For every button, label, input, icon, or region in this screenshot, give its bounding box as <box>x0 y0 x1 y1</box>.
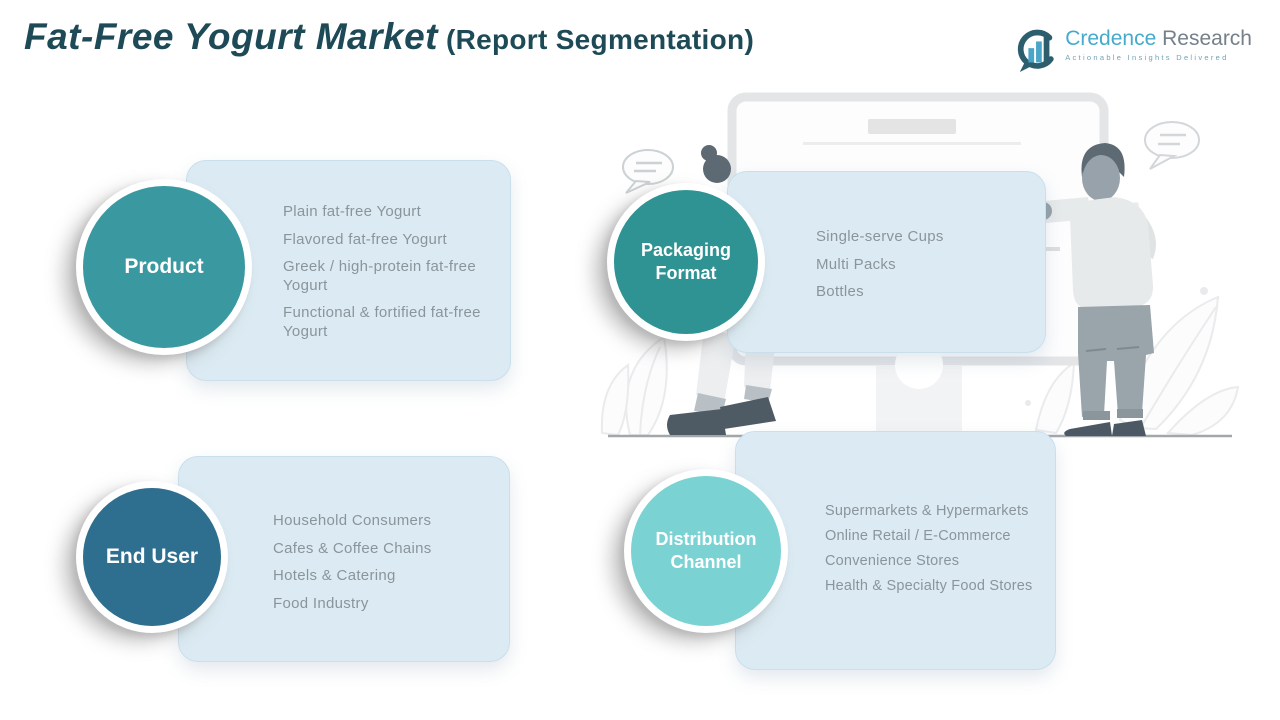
sparkle-icon <box>1200 287 1208 295</box>
segment-enduser-label: End User <box>105 545 199 568</box>
segment-packaging-panel: Single-serve Cups Multi Packs Bottles <box>727 171 1046 353</box>
segment-distribution-items: Supermarkets & Hypermarkets Online Retai… <box>736 432 1055 596</box>
segment-item: Plain fat-free Yogurt <box>283 203 422 220</box>
segment-packaging-items: Single-serve Cups Multi Packs Bottles <box>728 172 1045 302</box>
segment-product-items: Plain fat-free Yogurt Flavored fat-free … <box>187 161 510 342</box>
logo-name-secondary: Research <box>1162 27 1252 50</box>
person-right-figure <box>1034 143 1156 436</box>
segment-item: Bottles <box>816 283 864 301</box>
segment-item: Flavored fat-free Yogurt <box>283 230 447 248</box>
plant-leaves-icon <box>600 335 668 437</box>
segment-packaging-label: Packaging Format <box>640 239 732 283</box>
page-title: Fat-Free Yogurt Market(Report Segmentati… <box>24 16 754 58</box>
speech-bubble-icon <box>1144 121 1200 170</box>
segment-item: Supermarkets & Hypermarkets <box>825 503 1029 519</box>
segment-product-circle: Product <box>76 179 252 355</box>
segment-item: Health & Specialty Food Stores <box>825 577 1033 594</box>
segment-enduser-panel: Household Consumers Cafes & Coffee Chain… <box>178 456 510 662</box>
segment-distribution-panel: Supermarkets & Hypermarkets Online Retai… <box>735 431 1056 670</box>
logo-tagline: Actionable Insights Delivered <box>1065 53 1229 62</box>
segment-enduser-items: Household Consumers Cafes & Coffee Chain… <box>179 457 509 613</box>
bar-chart-logo-icon <box>1018 29 1054 72</box>
plant-leaves-icon <box>1034 295 1240 437</box>
segment-item: Single-serve Cups <box>816 228 944 245</box>
page-title-main: Fat-Free Yogurt Market <box>24 16 438 57</box>
logo-text: Credence Research Actionable Insights De… <box>1065 27 1252 63</box>
logo-name-primary: Credence <box>1065 27 1157 50</box>
segment-item: Multi Packs <box>816 255 896 273</box>
segment-item: Hotels & Catering <box>273 567 396 585</box>
segment-distribution-label: Distribution Channel <box>655 528 757 572</box>
segment-distribution-circle: Distribution Channel <box>624 469 788 633</box>
segment-item: Convenience Stores <box>825 552 960 569</box>
segment-enduser-circle: End User <box>76 481 228 633</box>
segment-item: Online Retail / E-Commerce <box>825 527 1011 544</box>
credence-research-logo: Credence Research Actionable Insights De… <box>1016 28 1252 74</box>
segment-item: Household Consumers <box>273 512 432 529</box>
sparkle-icon <box>1025 400 1031 406</box>
page-title-sub: (Report Segmentation) <box>445 24 755 55</box>
segment-product-label: Product <box>124 255 204 278</box>
speech-bubble-icon <box>622 149 674 194</box>
segment-packaging-circle: Packaging Format <box>607 183 765 341</box>
segment-item: Food Industry <box>273 594 369 612</box>
segment-item: Greek / high-protein fat-free Yogurt <box>283 258 476 294</box>
segment-item: Functional & fortified fat-free Yogurt <box>283 304 481 340</box>
segment-item: Cafes & Coffee Chains <box>273 539 432 557</box>
